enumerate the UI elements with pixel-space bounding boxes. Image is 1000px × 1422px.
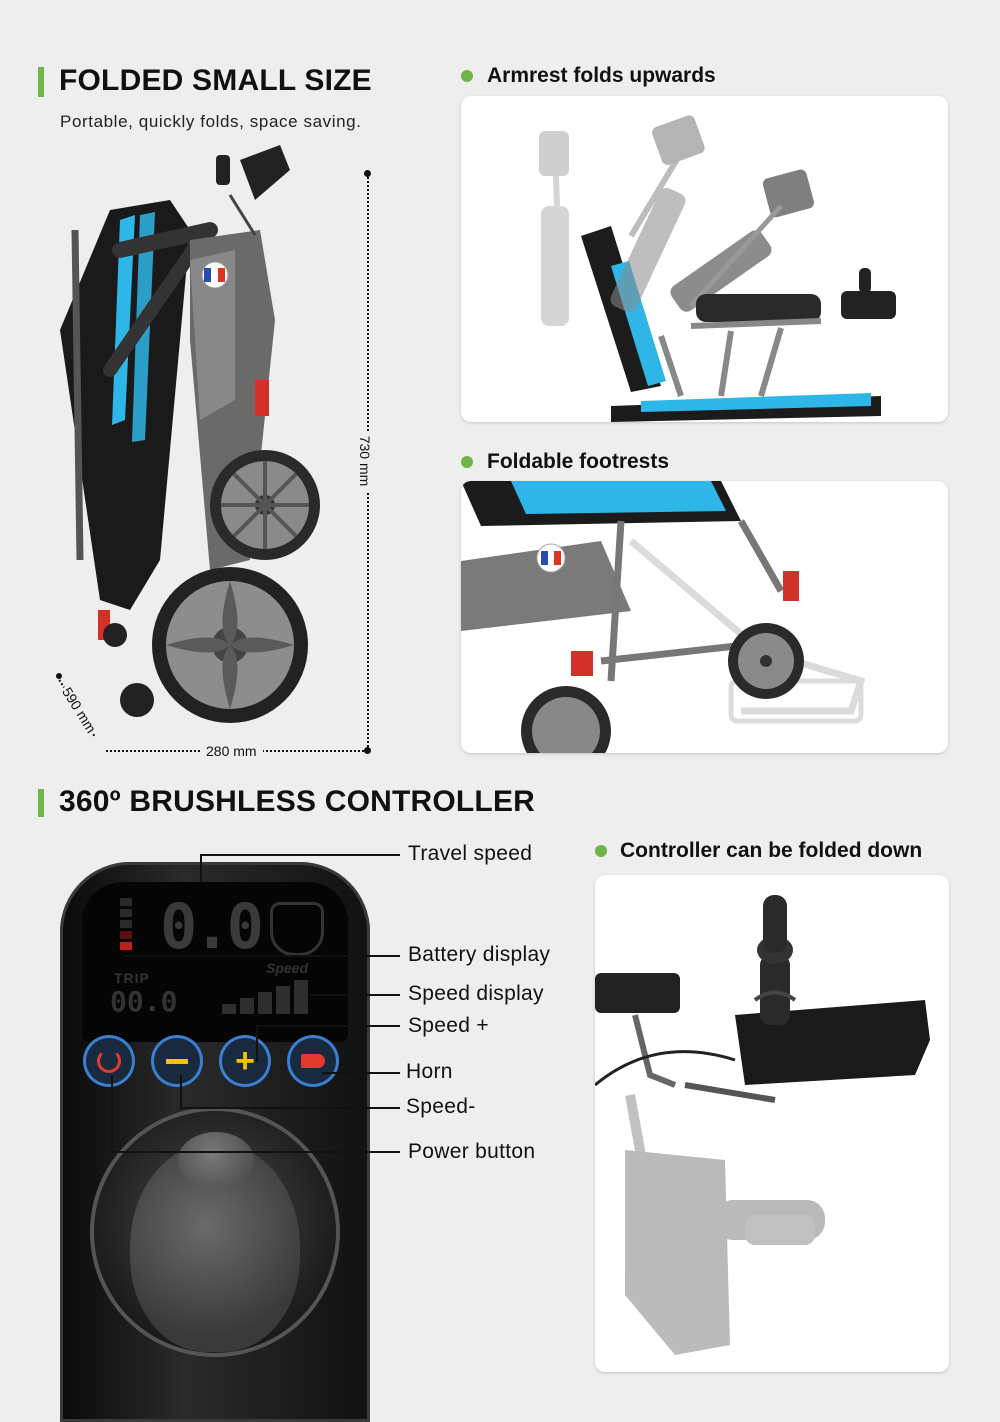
callout-line <box>256 1025 400 1027</box>
callout-line <box>180 1075 182 1108</box>
dimension-height-label: 730 mm <box>357 431 373 491</box>
callout-line <box>180 1107 400 1109</box>
armrest-folding-image <box>539 115 896 422</box>
dimension-width-label: 280 mm <box>200 743 263 759</box>
callout-speed-minus: Speed- <box>406 1095 476 1118</box>
callout-line <box>111 1075 113 1152</box>
callout-line <box>200 855 202 883</box>
feature-bullet <box>461 70 473 82</box>
feature-label-footrests: Foldable footrests <box>487 450 670 473</box>
trip-label: TRIP <box>114 970 150 986</box>
callout-line <box>200 854 400 856</box>
callout-power-button: Power button <box>408 1140 536 1163</box>
section-accent-bar <box>38 67 44 97</box>
callout-battery-display: Battery display <box>408 943 551 966</box>
feature-label-armrest: Armrest folds upwards <box>487 64 716 87</box>
callout-line <box>124 955 400 957</box>
controller-screen: 0.0 TRIP 00.0 Speed <box>82 882 348 1042</box>
callout-horn: Horn <box>406 1060 453 1083</box>
controller-fold-image-card <box>595 875 949 1372</box>
travel-speed-readout: 0.0 <box>160 890 264 963</box>
feature-bullet <box>595 845 607 857</box>
controller-folding-image <box>595 895 930 1355</box>
callout-line <box>256 1026 258 1062</box>
callout-line <box>310 994 400 996</box>
battery-indicator <box>120 898 132 956</box>
feature-bullet <box>461 456 473 468</box>
callout-line <box>322 1072 400 1074</box>
dimension-dot-top <box>364 170 371 177</box>
horn-button[interactable] <box>290 1038 336 1084</box>
minus-icon <box>166 1058 188 1064</box>
power-button[interactable] <box>86 1038 132 1084</box>
callout-speed-plus: Speed + <box>408 1014 489 1037</box>
section-title-controller: 360º BRUSHLESS CONTROLLER <box>59 785 536 818</box>
speed-level-bars <box>222 978 322 1014</box>
feature-label-controller-fold: Controller can be folded down <box>620 839 923 862</box>
plus-icon: + <box>235 1042 255 1080</box>
trip-readout: 00.0 <box>110 985 178 1018</box>
armrest-image-card <box>461 96 948 422</box>
joystick-cap[interactable] <box>178 1132 254 1188</box>
footrests-image-card <box>461 481 948 753</box>
folded-wheelchair-image <box>60 145 320 723</box>
horn-icon <box>301 1054 325 1068</box>
speed-label: Speed <box>266 960 309 976</box>
section-accent-bar <box>38 789 44 817</box>
callout-speed-display: Speed display <box>408 982 544 1005</box>
callout-travel-speed: Travel speed <box>408 842 533 865</box>
power-icon <box>97 1049 121 1073</box>
speed-minus-button[interactable] <box>154 1038 200 1084</box>
callout-line <box>111 1151 400 1153</box>
controller-device: 0.0 TRIP 00.0 Speed + <box>60 862 370 1422</box>
section-title-folded: FOLDED SMALL SIZE <box>59 64 372 97</box>
dimension-dot-depth <box>56 673 62 679</box>
wheelchair-status-icon <box>270 902 324 956</box>
section-subtitle-folded: Portable, quickly folds, space saving. <box>60 112 362 131</box>
speed-plus-button[interactable]: + <box>222 1038 268 1084</box>
foldable-footrests-image <box>461 481 866 753</box>
